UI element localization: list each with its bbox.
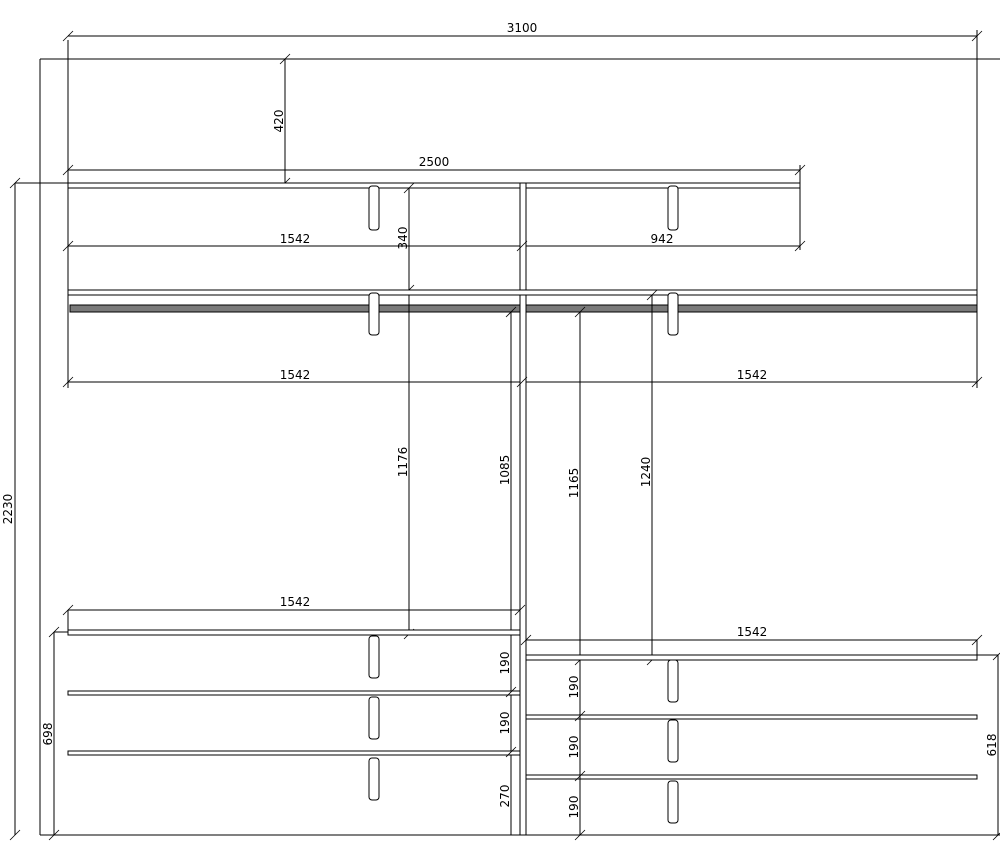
dimension-total-width: 3100 [62, 21, 983, 60]
dim-label-right-gap-1: 190 [567, 676, 581, 699]
dimension-right-block: 618 [985, 652, 1000, 841]
dim-label-left-rail-to-shelf: 1176 [396, 447, 410, 478]
dim-label-left-bottom-width: 1542 [280, 595, 311, 609]
bracket [368, 185, 380, 231]
dim-label-left-upright: 1085 [498, 455, 512, 486]
dim-label-left-block-height: 698 [41, 723, 55, 746]
dim-label-upper-right-width: 942 [651, 232, 674, 246]
lower-left-section: 1542 [53, 595, 526, 835]
central-upright [519, 182, 527, 836]
dim-label-left-gap-1: 190 [498, 652, 512, 675]
bracket [667, 780, 679, 824]
rail-bracket [667, 292, 679, 336]
dimension-upper-section-widths: 1542 942 [62, 232, 806, 252]
dim-label-right-bottom-width: 1542 [737, 625, 768, 639]
dim-label-upper-left-width: 1542 [280, 232, 311, 246]
dim-label-rail-left-width: 1542 [280, 368, 311, 382]
lower-right-section: 1542 [520, 625, 999, 835]
bracket [667, 719, 679, 763]
bracket [368, 696, 380, 740]
dim-label-right-bracket-drop: 1240 [639, 457, 653, 488]
dimension-left-rail-to-shelf: 1176 [396, 295, 415, 640]
dim-label-total-width: 3100 [507, 21, 538, 35]
dim-label-right-upright: 1165 [567, 468, 581, 499]
dim-label-top-clearance: 420 [272, 110, 286, 133]
upper-shelf: 2500 [9, 155, 806, 250]
dim-label-right-gap-3: 190 [567, 796, 581, 819]
hanging-rail [67, 289, 978, 336]
dim-label-right-block-height: 618 [985, 734, 999, 757]
rail-bracket [368, 292, 380, 336]
upper-brackets [368, 185, 679, 231]
dim-label-upper-shelf-width: 2500 [419, 155, 450, 169]
dimension-left-gaps: 190 190 270 [498, 652, 517, 808]
dimension-upper-to-rail: 340 [396, 182, 415, 296]
dim-label-upper-to-rail: 340 [396, 227, 410, 250]
dimension-right-gaps: 190 190 190 [567, 660, 586, 841]
bracket [667, 185, 679, 231]
bracket [368, 757, 380, 801]
dim-label-left-gap-3: 270 [498, 785, 512, 808]
dim-label-right-gap-2: 190 [567, 736, 581, 759]
dimension-right-bracket-drop: 1240 [639, 289, 658, 666]
dimension-left-block: 698 [41, 626, 60, 841]
bracket [667, 659, 679, 703]
bracket [368, 635, 380, 679]
dim-label-total-height: 2230 [1, 494, 15, 525]
dimension-right-upright: 1165 [567, 306, 586, 666]
dimension-total-height: 2230 [1, 183, 21, 841]
dim-label-rail-right-width: 1542 [737, 368, 768, 382]
dimension-top-clearance: 420 [272, 53, 291, 189]
dimension-rail-widths: 1542 1542 [62, 295, 983, 388]
dimension-left-upright: 1085 [498, 306, 517, 835]
dim-label-left-gap-2: 190 [498, 712, 512, 735]
